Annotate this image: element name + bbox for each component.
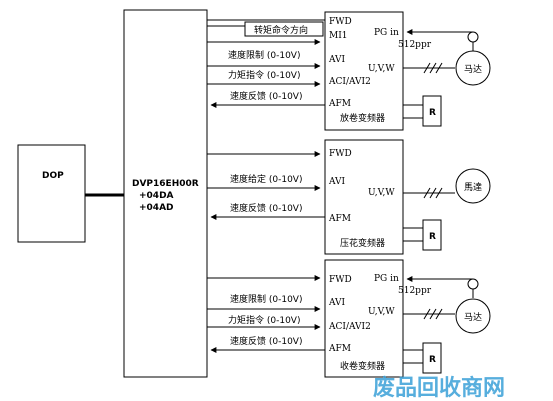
rewind-r-label: R <box>429 355 436 365</box>
unwind-speed-limit: 速度限制 (0-10V) <box>228 49 300 61</box>
unwind-avi: AVI <box>328 55 346 65</box>
emboss-avi: AVI <box>328 177 346 187</box>
watermark: 废品回收商网 <box>373 375 505 401</box>
emboss-drive-box <box>324 139 404 255</box>
plc-model: DVP16EH00R <box>132 179 199 189</box>
rewind-avi: AVI <box>328 298 346 308</box>
rewind-torque: 力矩指令 (0-10V) <box>228 314 300 326</box>
emboss-fwd: FWD <box>329 149 352 159</box>
unwind-feedback: 速度反馈 (0-10V) <box>230 90 302 102</box>
unwind-out: U,V,W <box>368 64 395 74</box>
unwind-afm: AFM <box>328 99 351 109</box>
rewind-drive-box <box>324 259 404 378</box>
emboss-motor <box>455 168 491 204</box>
emboss-name: 压花变频器 <box>340 237 385 249</box>
rewind-aci: ACI/AVI2 <box>328 322 371 332</box>
emboss-feedback: 速度反馈 (0-10V) <box>230 202 302 214</box>
unwind-dir-box <box>244 21 324 37</box>
unwind-dir-label: 转矩命令方向 <box>254 24 308 36</box>
unwind-motor-label: 马达 <box>464 63 482 75</box>
plc-ad: +04AD <box>139 203 174 213</box>
emboss-resistor <box>422 219 442 251</box>
unwind-motor <box>455 50 491 86</box>
unwind-name: 放卷变频器 <box>340 112 385 124</box>
rewind-motor <box>455 298 491 334</box>
unwind-r-label: R <box>429 108 436 118</box>
plc-da: +04DA <box>139 191 174 201</box>
rewind-ppr: 512ppr <box>398 286 432 296</box>
rewind-pg: PG in <box>374 274 399 284</box>
unwind-torque: 力矩指令 (0-10V) <box>228 69 300 81</box>
emboss-speed-set: 速度给定 (0-10V) <box>230 173 302 185</box>
rewind-resistor <box>422 342 442 374</box>
emboss-afm: AFM <box>328 214 351 224</box>
rewind-name: 收卷变频器 <box>340 360 385 372</box>
dop-box <box>17 144 86 243</box>
plc-box <box>123 9 208 378</box>
rewind-out: U,V,W <box>368 307 395 317</box>
rewind-afm: AFM <box>328 344 351 354</box>
rewind-speed-limit: 速度限制 (0-10V) <box>230 293 302 305</box>
unwind-pg: PG in <box>374 28 399 38</box>
unwind-drive-box <box>324 11 404 131</box>
emboss-r-label: R <box>429 232 436 242</box>
unwind-resistor <box>422 95 442 127</box>
emboss-motor-label: 馬達 <box>464 181 482 193</box>
rewind-fwd: FWD <box>329 275 352 285</box>
rewind-feedback: 速度反馈 (0-10V) <box>230 335 302 347</box>
unwind-fwd: FWD <box>329 17 352 27</box>
unwind-mi1: MI1 <box>329 31 348 41</box>
rewind-motor-label: 马达 <box>464 311 482 323</box>
unwind-ppr: 512ppr <box>398 40 432 50</box>
unwind-aci: ACI/AVI2 <box>328 77 371 87</box>
emboss-out: U,V,W <box>368 188 395 198</box>
dop-label: DOP <box>42 171 64 181</box>
